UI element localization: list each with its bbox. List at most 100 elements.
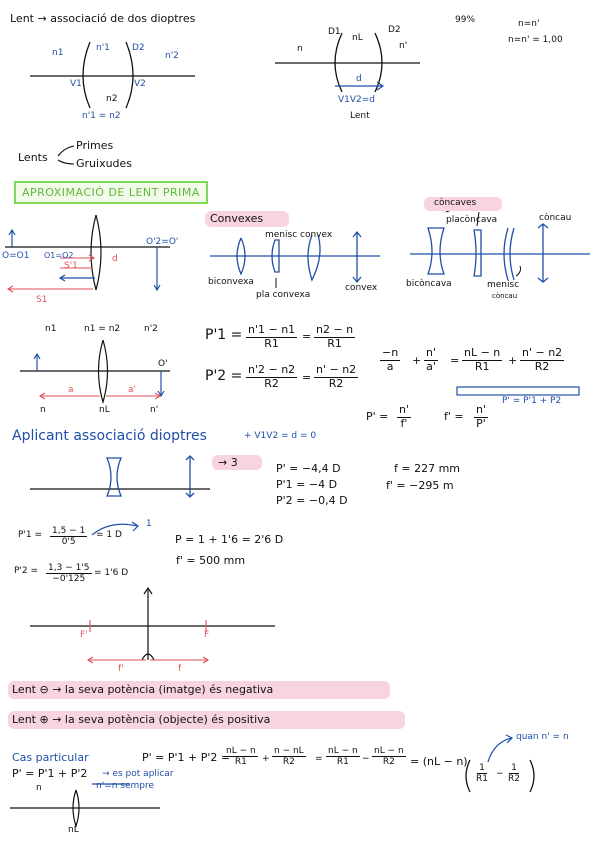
concave-lenses [410, 223, 590, 283]
p2-eq: = [302, 371, 312, 384]
s5-f-res: f' = 500 mm [176, 554, 246, 567]
s5-fpp: f' [118, 664, 124, 674]
s6-formula: P' = P'1 + P'2 = [142, 751, 231, 764]
o1o2-label: O1=O2 [44, 251, 74, 260]
s5-p-sum: P = 1 + 1'6 = 2'6 D [175, 533, 284, 546]
p-frac: n'f' [397, 403, 411, 430]
s6-minus: − [362, 754, 370, 764]
thin-lens-diagram [5, 214, 170, 291]
sp1-label: S'1 [64, 261, 78, 271]
lens2-n-prime: n' [399, 41, 408, 51]
s6-eq: = [315, 754, 323, 764]
s6-line2: P' = P'1 + P'2 [12, 767, 88, 780]
rule-negative: Lent ⊖ → la seva potència (imatge) és ne… [12, 683, 274, 696]
fp-value: f' = −295 m [386, 479, 454, 492]
label-n1: n1 [52, 48, 64, 58]
s3-eq-mid: n1 = n2 [84, 324, 121, 334]
arrow3-highlight [212, 455, 262, 470]
label-n2-prime: n'2 [165, 51, 179, 61]
s5-p2-lhs: P'2 = [14, 566, 39, 576]
s3-nl: nL [99, 405, 110, 415]
equation-n1p-n2: n'1 = n2 [82, 111, 121, 121]
label-v1: V1 [70, 79, 82, 89]
lens2-n: n [297, 44, 303, 54]
note-percent: 99% [455, 15, 476, 25]
menisc-concau-label: menisc [487, 280, 520, 290]
label-v2: V2 [134, 79, 146, 89]
label-n2: n2 [106, 94, 118, 104]
gauss-plus: + [412, 354, 422, 367]
placoncava-label: placòncava [446, 215, 498, 225]
gauss-t2: n'a' [424, 346, 438, 373]
f-lhs: f' = [444, 410, 464, 423]
label-n1-prime: n'1 [96, 43, 110, 53]
label-d2: D2 [132, 43, 145, 53]
f-frac: n'P' [474, 403, 488, 430]
rule-pos-highlight [8, 711, 405, 729]
lens2-nl: nL [352, 33, 363, 43]
convexes-highlight [205, 211, 289, 227]
p1-lhs: P'1 = [205, 327, 243, 343]
s6-eq2: = (nL − n) [410, 755, 468, 768]
lens-diagram-2 [275, 32, 420, 93]
primes-label: Primes [76, 139, 114, 152]
lens-diagram-6 [10, 789, 160, 828]
p1-value: P'1 = −4 D [276, 478, 338, 491]
p-lhs: P' = [366, 410, 389, 423]
p-value: P' = −4,4 D [276, 462, 341, 475]
lens2-caption: Lent [350, 111, 370, 121]
lents-label: Lents [18, 151, 48, 164]
s1-label: S1 [36, 295, 48, 305]
s3-n: n [40, 405, 46, 415]
gauss-plus2: + [508, 354, 518, 367]
s5-fp-label: F' [80, 630, 88, 640]
o2o-label: O'2=O' [146, 237, 179, 247]
pla-convexa-label: pla convexa [256, 290, 311, 300]
section2-title: APROXIMACIÓ DE LENT PRIMA [14, 181, 208, 204]
menisc-convex-label: menisc convex [265, 230, 333, 240]
s5-p1-lhs: P'1 = [18, 530, 43, 540]
convexes-title: Convexes [210, 212, 264, 225]
s6-quan: quan n' = n [516, 732, 569, 742]
o-eq-label: O=O1 [2, 251, 30, 261]
s3-n2p: n'2 [144, 324, 158, 334]
concaves-title: còncaves [434, 198, 477, 208]
rule-positive: Lent ⊕ → la seva potència (objecte) és p… [12, 713, 271, 726]
s5-ff: f [178, 664, 182, 674]
s5-p2-res: = 1'6 D [94, 568, 129, 578]
s6-n: n [36, 783, 42, 793]
lens2-v1v2: V1V2=d [338, 95, 376, 105]
f-value: f = 227 mm [394, 462, 461, 475]
s3-a: a [68, 385, 74, 395]
biconvexa-label: biconvexa [208, 277, 254, 287]
section4-condition: + V1V2 = d = 0 [244, 431, 317, 441]
convex-label: convex [345, 283, 378, 293]
s5-p2-frac: 1,3 − 1'5−0'125 [46, 563, 92, 585]
lens2-d1: D1 [328, 27, 341, 37]
lens-diagram-1 [30, 41, 195, 109]
biconcava-label: bicòncava [406, 279, 452, 289]
concaves-highlight [424, 197, 502, 211]
s5-one: 1 [146, 519, 152, 529]
note-eq2: n=n' = 1,00 [508, 35, 563, 45]
s5-f-label: F [204, 630, 210, 640]
lens2-d2: D2 [388, 25, 401, 35]
gauss-eq: = [450, 354, 460, 367]
d-small-label: d [112, 254, 118, 264]
p2-lhs: P'2 = [205, 368, 243, 384]
s3-np: n' [150, 405, 159, 415]
